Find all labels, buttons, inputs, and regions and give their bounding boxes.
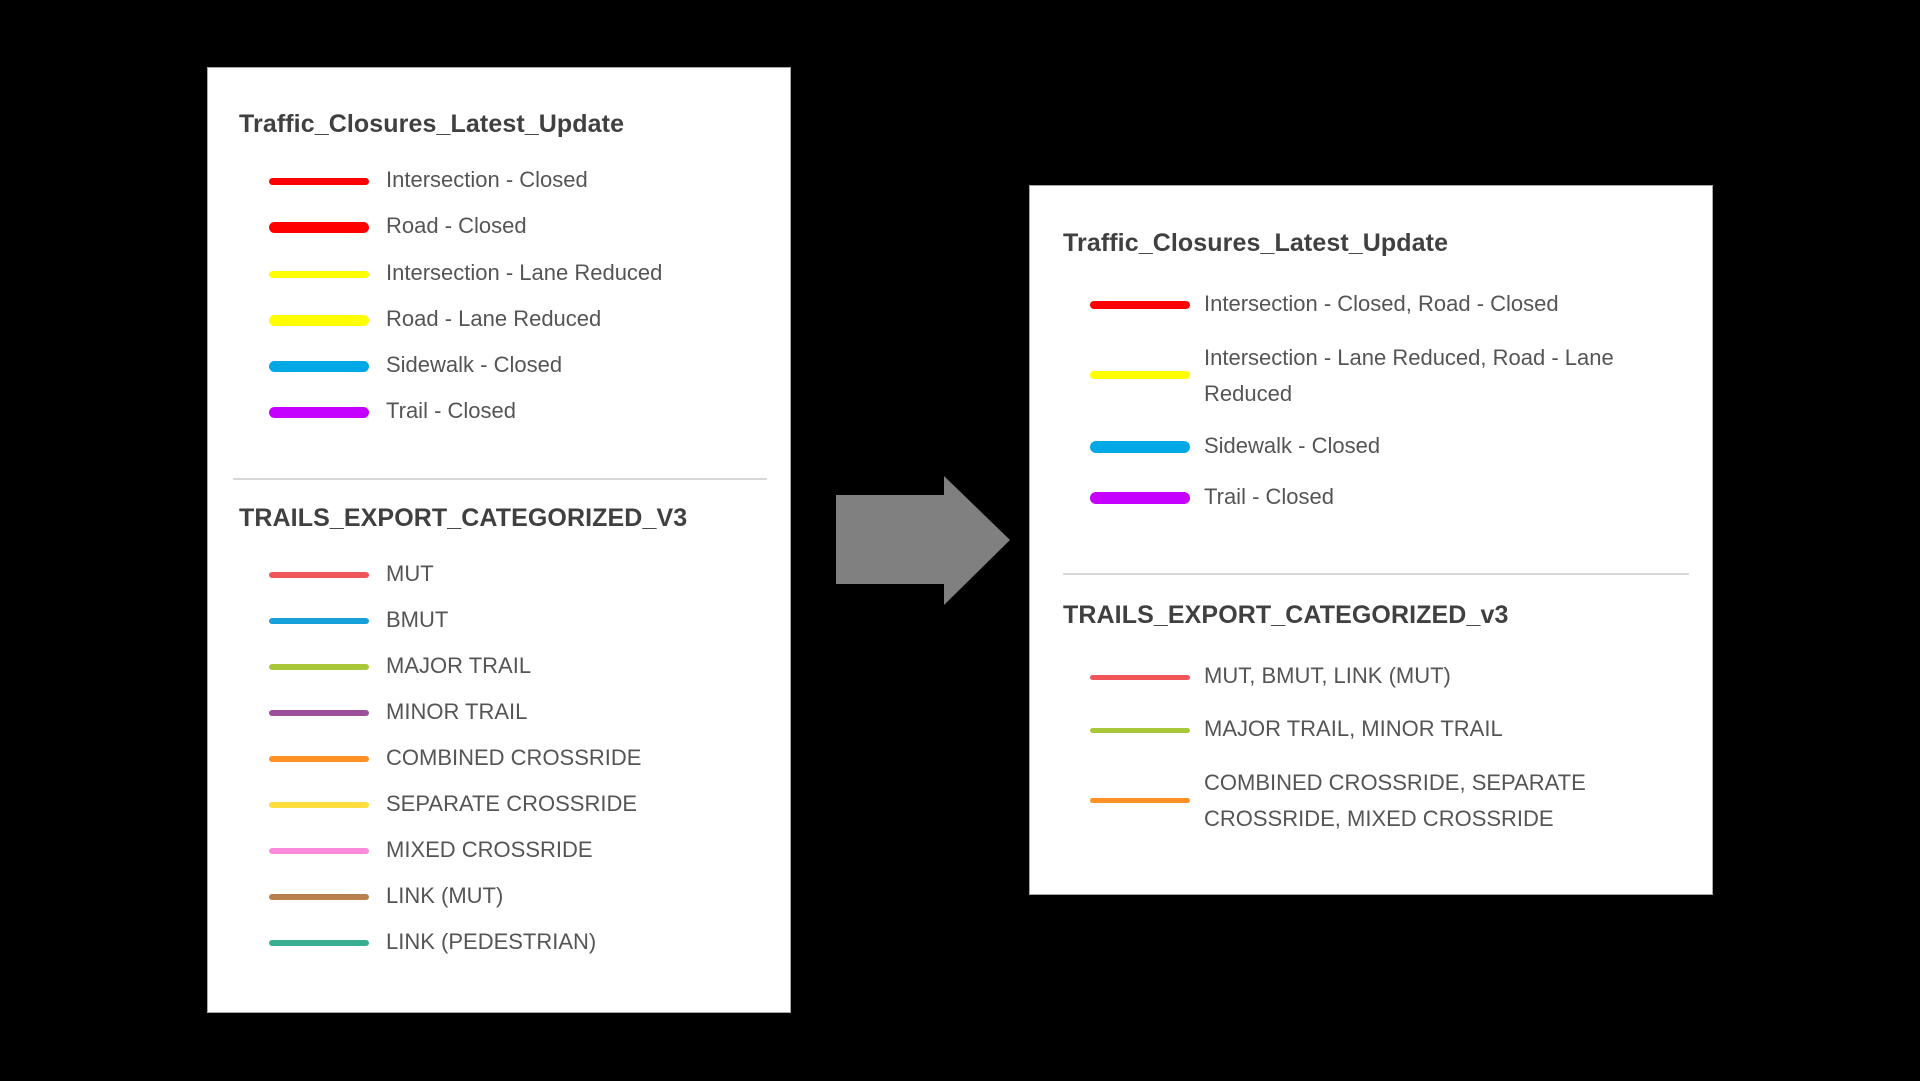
legend-item-label: MIXED CROSSRIDE — [386, 837, 593, 862]
line-swatch-icon — [269, 940, 369, 946]
legend-item-label: Intersection - Lane Reduced — [386, 260, 663, 285]
legend-item-label: Intersection - Lane Reduced, Road - Lane… — [1204, 345, 1614, 406]
line-swatch-icon — [269, 270, 369, 278]
legend-item-label: Sidewalk - Closed — [1204, 433, 1381, 458]
legend-item-label: MUT — [386, 561, 434, 586]
line-swatch-icon — [269, 618, 369, 624]
legend-item-label: BMUT — [386, 607, 449, 632]
legend-item-label: Sidewalk - Closed — [386, 352, 563, 377]
legend-item-label: Road - Lane Reduced — [386, 306, 602, 331]
layer-title-traffic-closures: Traffic_Closures_Latest_Update — [1063, 229, 1449, 257]
legend-item-label: COMBINED CROSSRIDE, SEPARATE CROSSRIDE, … — [1204, 770, 1586, 831]
line-swatch-icon — [1090, 674, 1190, 680]
legend-item-label: Trail - Closed — [386, 398, 516, 423]
layer-title-trails-export: TRAILS_EXPORT_CATEGORIZED_v3 — [1063, 601, 1509, 629]
layer-title-traffic-closures: Traffic_Closures_Latest_Update — [239, 110, 625, 138]
legend-item-label: Trail - Closed — [1204, 484, 1334, 509]
layer-title-trails-export: TRAILS_EXPORT_CATEGORIZED_V3 — [239, 504, 688, 532]
legend-item-label: COMBINED CROSSRIDE — [386, 745, 642, 770]
line-swatch-icon — [269, 894, 369, 900]
legend-item-label: LINK (PEDESTRIAN) — [386, 929, 597, 954]
line-swatch-icon — [1090, 301, 1190, 309]
line-swatch-icon — [269, 756, 369, 762]
legend-item-label: Road - Closed — [386, 213, 527, 238]
arrow-shape — [836, 476, 1010, 605]
line-swatch-icon — [269, 572, 369, 578]
line-swatch-icon — [269, 221, 369, 233]
line-swatch-icon — [1090, 727, 1190, 733]
line-swatch-icon — [269, 664, 369, 670]
legend-item-label: Intersection - Closed, Road - Closed — [1204, 291, 1559, 316]
line-swatch-icon — [1090, 492, 1190, 504]
right-arrow-icon — [836, 476, 1010, 605]
line-swatch-icon — [269, 848, 369, 854]
legend-item-label: LINK (MUT) — [386, 883, 504, 908]
line-swatch-icon — [1090, 371, 1190, 379]
legend-item-label: MINOR TRAIL — [386, 699, 528, 724]
line-swatch-icon — [269, 802, 369, 808]
legend-item-label: MAJOR TRAIL — [386, 653, 532, 678]
line-swatch-icon — [1090, 441, 1190, 453]
line-swatch-icon — [269, 177, 369, 185]
legend-item-label: SEPARATE CROSSRIDE — [386, 791, 638, 816]
line-swatch-icon — [1090, 797, 1190, 803]
legend-item-label: MUT, BMUT, LINK (MUT) — [1204, 663, 1451, 688]
layer-divider — [1063, 573, 1689, 575]
legend-item-label: MAJOR TRAIL, MINOR TRAIL — [1204, 716, 1503, 741]
line-swatch-icon — [269, 314, 369, 326]
line-swatch-icon — [269, 710, 369, 716]
line-swatch-icon — [269, 360, 369, 372]
legend-item-label: Intersection - Closed — [386, 167, 588, 192]
line-swatch-icon — [269, 406, 369, 418]
legend-panel-before: Traffic_Closures_Latest_Update Intersect… — [207, 67, 791, 1013]
layer-divider — [233, 478, 767, 480]
legend-panel-after: Traffic_Closures_Latest_Update Intersect… — [1029, 185, 1713, 895]
